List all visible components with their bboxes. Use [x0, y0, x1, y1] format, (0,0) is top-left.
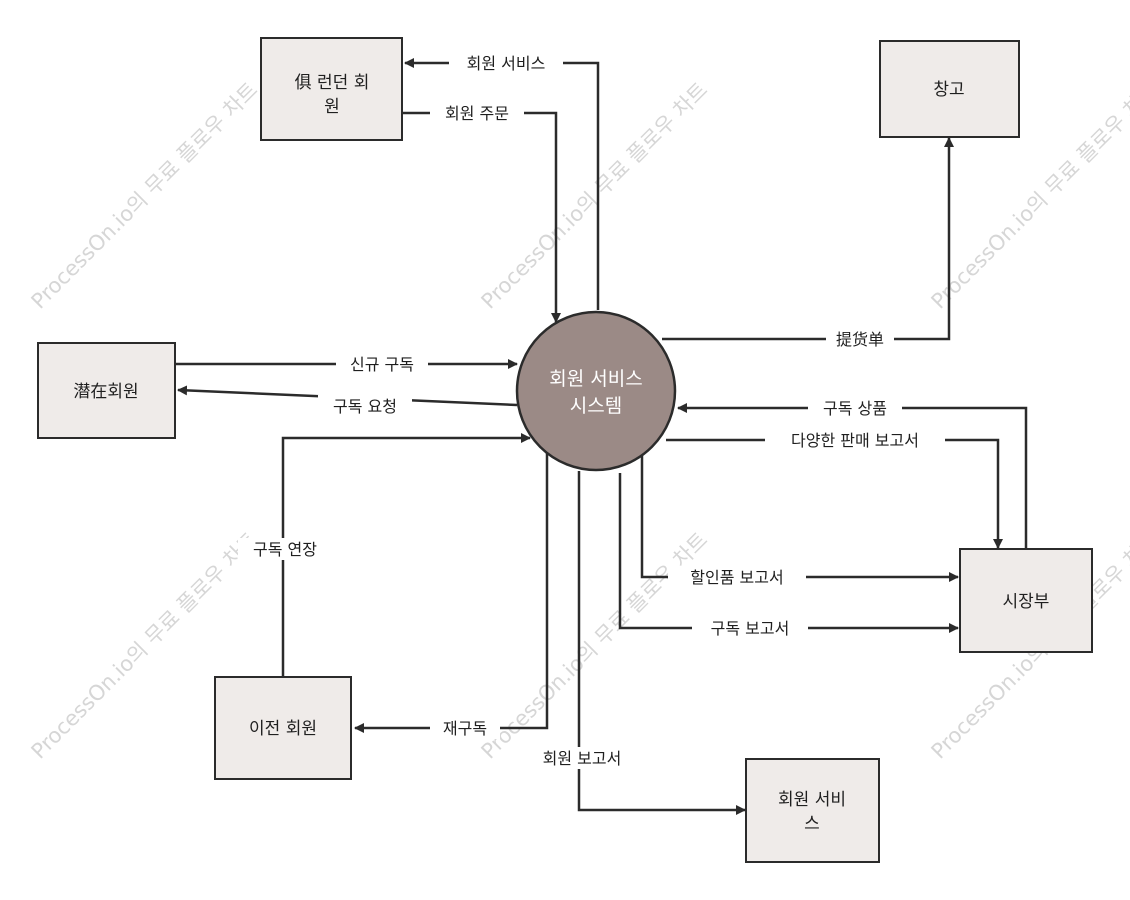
entity-box[interactable] — [260, 37, 403, 141]
flow-label-member-report: 회원 보고서 — [543, 749, 622, 768]
flow-line-subscription-product[interactable] — [677, 403, 1028, 550]
flow-label-resubscribe: 재구독 — [443, 719, 487, 738]
entity-label-line1: 회원 서비 — [778, 790, 846, 810]
entity-label-line1: 시장부 — [1003, 592, 1050, 612]
entity-market[interactable]: 시장부 — [959, 548, 1093, 653]
entity-potential-member[interactable]: 潜在회원 — [37, 342, 176, 439]
entity-box[interactable] — [745, 758, 880, 863]
entity-label-line2: 원 — [324, 97, 340, 117]
flow-line-discount-report[interactable] — [640, 455, 959, 582]
flow-label-bg — [524, 747, 640, 769]
flow-label-bg — [238, 538, 332, 560]
flow-label-bg — [765, 429, 945, 451]
entity-former-member[interactable]: 이전 회원 — [214, 676, 352, 780]
flow-line-sales-reports[interactable] — [666, 438, 1003, 549]
flow-lines — [176, 58, 1028, 815]
entity-label-line2: 스 — [804, 814, 820, 834]
flow-label-bg — [430, 717, 500, 739]
flow-line-member-report[interactable] — [577, 471, 746, 815]
flow-label-bg — [692, 617, 808, 639]
flow-label-bg — [449, 52, 563, 74]
flow-label-delivery-note: 提货单 — [836, 330, 884, 349]
flow-line-member-order[interactable] — [402, 111, 561, 323]
entity-label-line1: 이전 회원 — [249, 719, 317, 739]
flow-labels: 회원 서비스 회원 주문 提货单 신규 구독 구독 요청 구독 상품 다양한 판… — [238, 52, 945, 769]
entity-warehouse[interactable]: 창고 — [879, 40, 1020, 138]
flow-line-renew-subscription[interactable] — [281, 433, 531, 676]
flow-line-subscription-report[interactable] — [618, 473, 959, 633]
flow-label-sales-reports: 다양한 판매 보고서 — [791, 431, 919, 450]
entity-label-line1: 창고 — [933, 80, 964, 100]
entity-box[interactable] — [879, 40, 1020, 138]
flow-label-bg — [318, 395, 412, 417]
flow-label-subscription-report: 구독 보고서 — [711, 619, 790, 638]
flow-label-renew-subscription: 구독 연장 — [253, 540, 317, 559]
process-node[interactable]: 회원 서비스 시스템 — [515, 310, 677, 472]
entity-label-line1: 潜在회원 — [73, 382, 138, 402]
process-circle[interactable] — [515, 310, 677, 472]
flow-label-subscription-product: 구독 상품 — [823, 399, 887, 418]
flow-label-discount-report: 할인품 보고서 — [690, 568, 783, 587]
process-label-line1: 회원 서비스 — [549, 368, 642, 390]
entity-box[interactable] — [214, 676, 352, 780]
entity-box[interactable] — [959, 548, 1093, 653]
entity-member-service[interactable]: 회원 서비 스 — [745, 758, 880, 863]
flow-label-bg — [808, 397, 902, 419]
process-label-line2: 시스템 — [570, 395, 622, 417]
entity-top-left[interactable]: 俱 런던 회 원 — [260, 37, 403, 141]
flow-label-bg — [430, 102, 524, 124]
flow-line-delivery-note[interactable] — [662, 137, 954, 341]
flow-label-bg — [668, 566, 806, 588]
flow-label-member-order: 회원 주문 — [445, 104, 509, 123]
flow-label-member-service: 회원 서비스 — [467, 54, 546, 73]
flow-label-bg — [826, 328, 894, 350]
flow-label-new-subscription: 신규 구독 — [350, 355, 414, 374]
flow-label-subscription-request: 구독 요청 — [333, 397, 397, 416]
flow-label-bg — [336, 353, 428, 375]
entity-box[interactable] — [37, 342, 176, 439]
watermark-text: ProcessOn.io의 무료 플로우 차트 — [27, 78, 263, 314]
entity-label-line1: 俱 런던 회 — [295, 73, 370, 93]
flow-line-resubscribe[interactable] — [354, 452, 549, 733]
